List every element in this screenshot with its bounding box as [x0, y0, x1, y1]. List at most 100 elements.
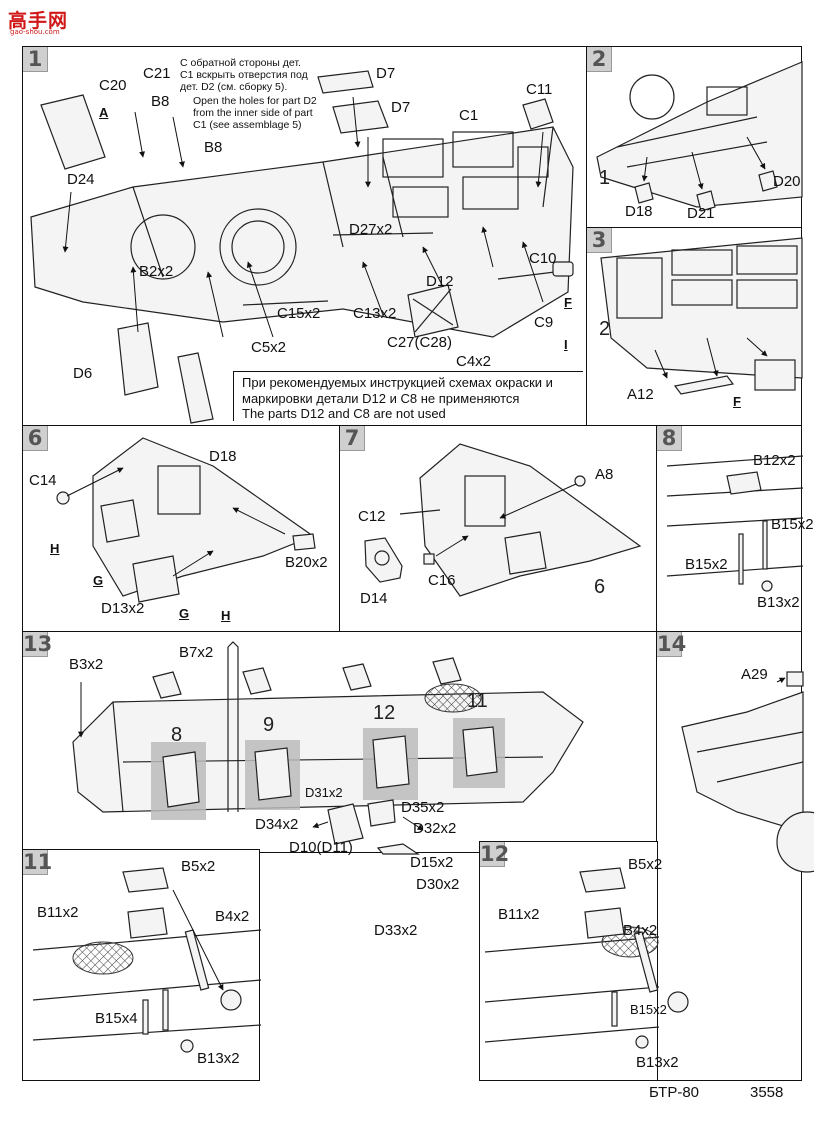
note-english: Open the holes for part D2 from the inne…	[193, 95, 317, 131]
sub-ref-8: 8	[171, 724, 183, 746]
label-d15x2: D15x2	[410, 854, 454, 871]
label-d34x2: D34x2	[255, 816, 299, 833]
label-a12: A12	[627, 386, 654, 403]
label-b13x2: B13x2	[197, 1050, 240, 1067]
step-12-panel: 12 B5x2 B11x2 B4x2 B15x2 B13x2	[479, 841, 689, 1081]
label-d10-d11: D10(D11)	[289, 839, 353, 856]
marker-f: F	[564, 295, 572, 310]
step-number: 1	[23, 47, 48, 72]
label-b13x2: B13x2	[757, 594, 800, 611]
step-number: 11	[23, 850, 53, 875]
step-number: 2	[587, 47, 612, 72]
sub-ref-12: 12	[373, 702, 396, 724]
label-b2x2: B2x2	[139, 263, 174, 280]
marker-h: H	[50, 541, 60, 556]
step-number: 7	[340, 426, 365, 451]
label-c16: C16	[428, 572, 456, 589]
label-b15x2: B15x2	[630, 1002, 667, 1017]
label-d32x2: D32x2	[413, 820, 457, 837]
label-b15x2-right: B15x2	[771, 516, 814, 533]
kit-code: 3558	[750, 1084, 784, 1101]
note-russian: С обратной стороны дет. С1 вскрыть отвер…	[180, 57, 308, 93]
site-logo: 高手网 gao-shou.com	[8, 6, 78, 40]
step-8-panel: 8 B12x2 B15x2 B15x2 B13x2	[656, 425, 814, 632]
label-b11x2: B11x2	[498, 906, 540, 923]
label-d7-top: D7	[376, 65, 396, 82]
label-c4x2: C4x2	[456, 353, 492, 370]
label-a8: A8	[595, 466, 614, 483]
step-number: 8	[657, 426, 682, 451]
label-d31x2: D31x2	[305, 785, 343, 800]
label-b4x2: B4x2	[215, 908, 250, 925]
label-d35x2: D35x2	[401, 799, 445, 816]
label-c27-c28: C27(C28)	[387, 334, 453, 351]
step-8-drawing	[666, 455, 804, 592]
label-b15x2: B15x2	[685, 556, 728, 573]
label-c10: C10	[529, 250, 557, 267]
marker-f: F	[733, 394, 741, 409]
label-d6: D6	[73, 365, 93, 382]
label-b3x2: B3x2	[69, 656, 104, 673]
label-d18: D18	[209, 448, 237, 465]
step-number: 12	[480, 842, 510, 867]
label-b12x2: B12x2	[753, 452, 796, 469]
sub-assembly-ref: 6	[594, 576, 606, 598]
step-14-drawing	[681, 671, 814, 873]
label-c20: C20	[99, 77, 127, 94]
label-b4x2: B4x2	[623, 922, 658, 939]
marker-g: G	[93, 573, 104, 588]
model-name: БТР-80	[649, 1084, 700, 1101]
step-7-drawing	[364, 443, 642, 597]
step-14-panel: 14 A29	[656, 631, 814, 1081]
label-d24: D24	[67, 171, 95, 188]
step-13-panel: 13 B3x2 B7x2 D31x2 D35x2 D34x2 D32x2 D10…	[22, 631, 658, 856]
label-c14: C14	[29, 472, 57, 489]
step-1-panel: 1 C20 C21 B8	[22, 46, 587, 426]
label-d12: D12	[426, 273, 454, 290]
logo-url: gao-shou.com	[10, 28, 60, 36]
step-3-panel: 3 A12 F 2	[586, 227, 803, 426]
label-d20: D20	[773, 173, 801, 190]
label-c5x2: C5x2	[251, 339, 287, 356]
label-d14: D14	[360, 590, 388, 607]
label-b7x2: B7x2	[179, 644, 214, 661]
sub-ref-9: 9	[263, 714, 275, 736]
label-c12: C12	[358, 508, 386, 525]
label-b8-top: B8	[151, 93, 170, 110]
marker-g: G	[179, 606, 190, 621]
label-d13x2: D13x2	[101, 600, 145, 617]
label-d27x2: D27x2	[349, 221, 393, 238]
step-6-panel: 6 D18 C14 B20x2 D13x2 H G G H	[22, 425, 340, 632]
step-3-drawing	[600, 237, 803, 395]
step-number: 13	[23, 632, 53, 657]
label-b5x2: B5x2	[181, 858, 216, 875]
step-11-panel: 11 B5x2 B11x2 B4x2 B15x4 B13x2	[22, 849, 262, 1081]
marker-i: I	[564, 337, 568, 352]
marker-h: H	[221, 608, 231, 623]
step-2-panel: 2 D18 D21 D20 1	[586, 46, 803, 228]
marker-a: A	[99, 105, 109, 120]
label-b20x2: B20x2	[285, 554, 328, 571]
logo-text: 高手网	[8, 10, 69, 32]
label-b15x4: B15x4	[95, 1010, 138, 1027]
label-b5x2: B5x2	[628, 856, 663, 873]
label-b11x2: B11x2	[37, 904, 79, 921]
label-d7: D7	[391, 99, 411, 116]
step-number: 6	[23, 426, 48, 451]
step-13-drawing	[72, 641, 584, 855]
label-c13x2: C13x2	[353, 305, 397, 322]
label-c9: C9	[534, 314, 554, 331]
label-d21: D21	[687, 205, 715, 222]
parts-not-used-notice: При рекомендуемых инструкцией схемах окр…	[233, 371, 583, 421]
label-d18: D18	[625, 203, 653, 220]
sub-assembly-ref: 2	[599, 318, 611, 340]
label-c11: C11	[526, 81, 553, 98]
label-c15x2: C15x2	[277, 305, 321, 322]
step-2-drawing	[596, 61, 803, 212]
label-b8: B8	[204, 139, 223, 156]
step-11-drawing	[32, 867, 262, 1053]
step-number: 3	[587, 228, 612, 253]
label-d30x2: D30x2	[416, 876, 460, 893]
step-12-drawing	[484, 867, 689, 1049]
label-a29: A29	[741, 666, 768, 683]
